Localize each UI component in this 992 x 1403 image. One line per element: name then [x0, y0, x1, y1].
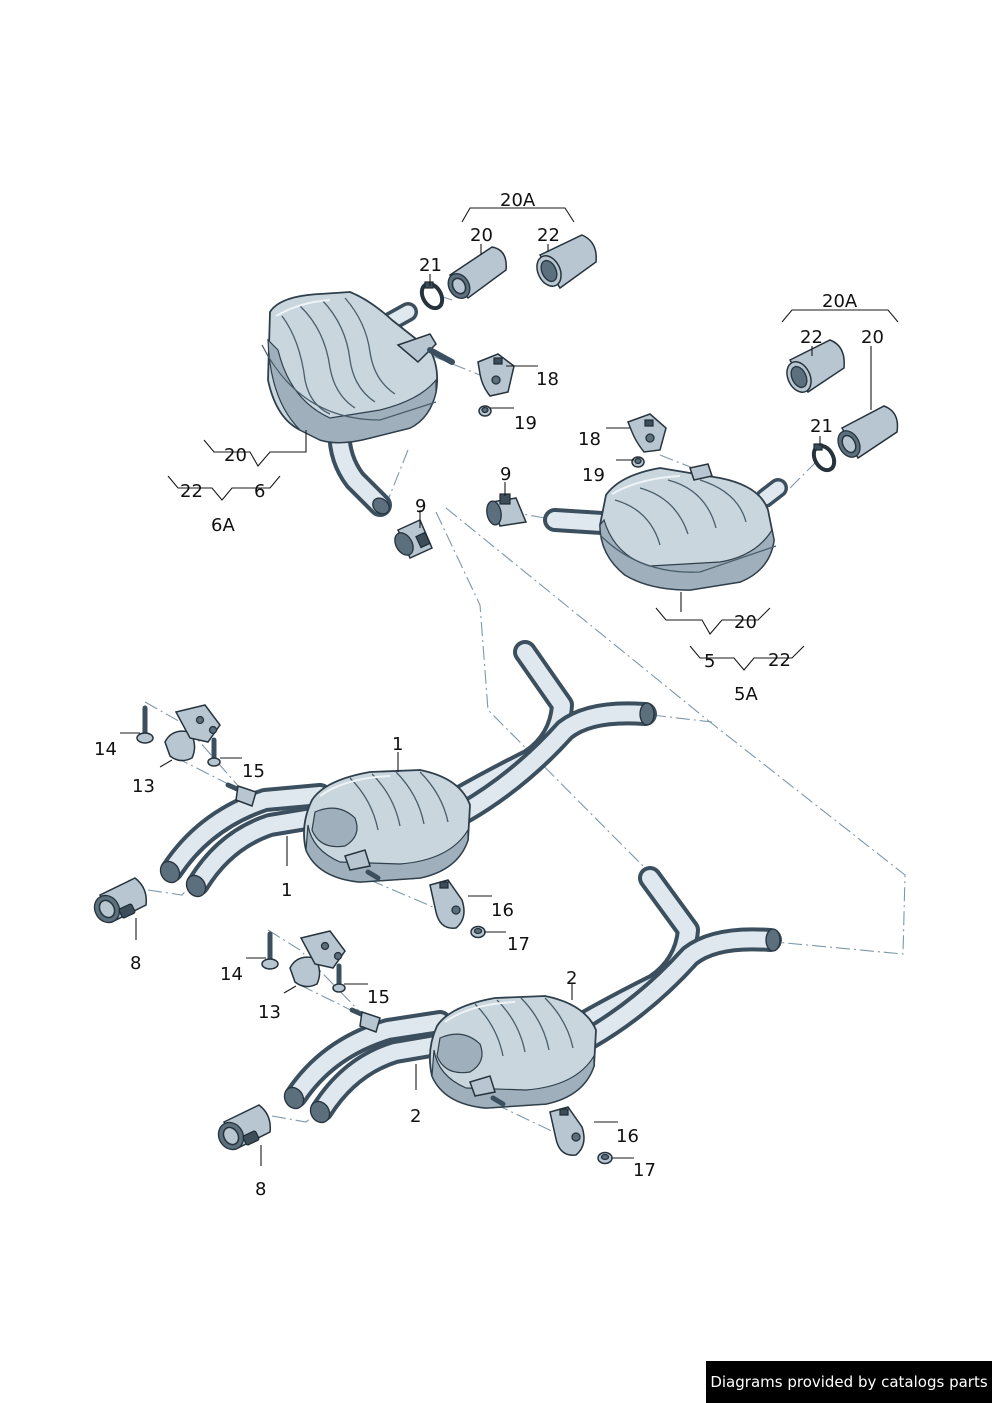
- rear-silencer-right: [543, 463, 788, 591]
- callout-13-b: 13: [258, 1002, 281, 1023]
- callout-labels: 20A 20 22 21 18 19 20 22 6 6A 9 9 20A 22…: [94, 190, 884, 1200]
- callout-17-b: 17: [633, 1160, 656, 1181]
- callout-8-b: 8: [255, 1179, 266, 1200]
- attribution-footer: Diagrams provided by catalogs parts: [706, 1361, 992, 1403]
- hanger-13-b: [289, 930, 346, 988]
- center-silencer-2: [283, 866, 782, 1124]
- callout-1-bottom: 1: [281, 880, 292, 901]
- bolt-14-b: [261, 931, 279, 970]
- callout-9-left: 9: [415, 496, 426, 517]
- tailpipe-20-top: [447, 246, 507, 300]
- bolt-15-a: [207, 737, 221, 767]
- callout-1-top: 1: [392, 734, 403, 755]
- bolt-14-a: [136, 705, 154, 744]
- stud-b: [349, 1007, 381, 1033]
- bracket-18-right: [627, 413, 667, 453]
- callout-5: 5: [704, 651, 715, 672]
- callout-13-a: 13: [132, 776, 155, 797]
- callout-22-5A: 22: [768, 650, 791, 671]
- callout-6: 6: [254, 481, 265, 502]
- bracket-18-top: [477, 353, 515, 397]
- clamp-9-right: [486, 493, 528, 527]
- callout-20-5A: 20: [734, 612, 757, 633]
- tailpipe-20-right: [837, 405, 899, 460]
- callout-16-b: 16: [616, 1126, 639, 1147]
- center-silencer-1: [159, 640, 657, 898]
- nut-19-top: [478, 405, 492, 417]
- callout-20-left: 20: [224, 445, 247, 466]
- callout-8-a: 8: [130, 953, 141, 974]
- tailpipe-cover-22-right: [786, 339, 845, 394]
- callout-15-b: 15: [367, 987, 390, 1008]
- rear-silencer-left: [261, 291, 455, 517]
- nut-17-a: [470, 925, 486, 939]
- clamp-8-b: [217, 1104, 272, 1151]
- callout-6A: 6A: [211, 515, 235, 536]
- leader-lines: [120, 207, 899, 1166]
- callout-16-a: 16: [491, 900, 514, 921]
- clamp-8-a: [93, 877, 148, 924]
- bolt-15-b: [332, 963, 346, 993]
- callout-19-top: 19: [514, 413, 537, 434]
- callout-18-right: 18: [578, 429, 601, 450]
- callout-21-right: 21: [810, 416, 833, 437]
- callout-18-top: 18: [536, 369, 559, 390]
- callout-15-a: 15: [242, 761, 265, 782]
- tailpipe-cover-22-top: [536, 234, 597, 290]
- callout-20-right: 20: [861, 327, 884, 348]
- callout-14-b: 14: [220, 964, 243, 985]
- callout-21-top: 21: [419, 255, 442, 276]
- callout-9-right: 9: [500, 464, 511, 485]
- clamp-21-top: [419, 281, 445, 311]
- stud-a: [225, 782, 257, 807]
- callout-20A-top: 20A: [500, 190, 536, 211]
- callout-14-a: 14: [94, 739, 117, 760]
- callout-2-top: 2: [566, 968, 577, 989]
- nut-19-right: [631, 456, 645, 468]
- callout-19-right: 19: [582, 465, 605, 486]
- callout-22-right: 22: [800, 327, 823, 348]
- callout-20A-right: 20A: [822, 291, 858, 312]
- callout-2-bottom: 2: [410, 1106, 421, 1127]
- clamp-9-left: [394, 519, 433, 559]
- callout-20-top: 20: [470, 225, 493, 246]
- callout-22-6A: 22: [180, 481, 203, 502]
- callout-17-a: 17: [507, 934, 530, 955]
- clamp-21-right: [811, 443, 837, 473]
- callout-5A: 5A: [734, 684, 758, 705]
- bracket-16-b: [549, 1106, 585, 1156]
- hanger-13-a: [164, 704, 221, 762]
- callout-22-top: 22: [537, 225, 560, 246]
- nut-17-b: [597, 1151, 613, 1165]
- bracket-16-a: [429, 879, 465, 929]
